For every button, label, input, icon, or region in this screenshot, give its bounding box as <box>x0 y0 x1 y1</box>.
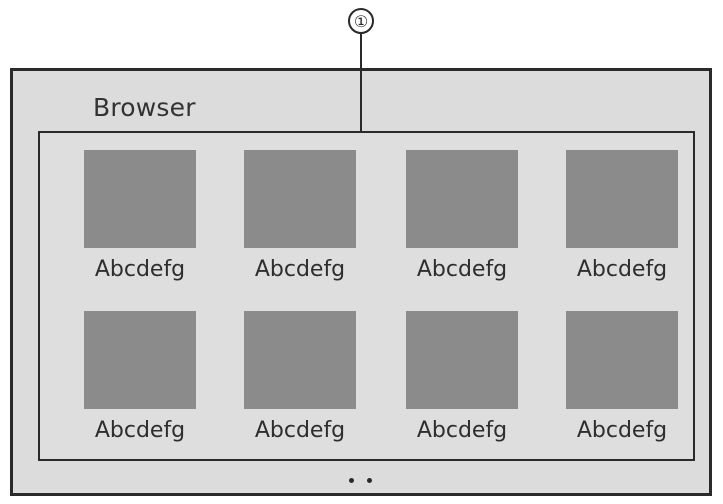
grid-item-label: Abcdefg <box>254 418 346 443</box>
thumbnail-grid: Abcdefg Abcdefg Abcdefg Abcdefg Abcdefg … <box>38 131 695 461</box>
browser-window: Browser Abcdefg Abcdefg Abcdefg Abcdefg … <box>10 68 712 496</box>
thumbnail-image[interactable] <box>406 150 518 248</box>
grid-item-label: Abcdefg <box>94 257 186 282</box>
grid-item[interactable]: Abcdefg <box>402 311 522 456</box>
grid-item[interactable]: Abcdefg <box>562 311 682 456</box>
grid-item-label: Abcdefg <box>416 257 508 282</box>
thumbnail-image[interactable] <box>244 311 356 409</box>
grid-item-label: Abcdefg <box>576 418 668 443</box>
grid-item-label: Abcdefg <box>254 257 346 282</box>
grid-item[interactable]: Abcdefg <box>562 150 682 295</box>
grid-item-label: Abcdefg <box>94 418 186 443</box>
callout-number: ① <box>348 8 374 34</box>
page-indicator <box>349 478 372 483</box>
window-title: Browser <box>93 93 196 122</box>
grid-item[interactable]: Abcdefg <box>402 150 522 295</box>
page-dot[interactable] <box>349 478 354 483</box>
grid-item[interactable]: Abcdefg <box>80 311 200 456</box>
grid-item[interactable]: Abcdefg <box>240 150 360 295</box>
thumbnail-image[interactable] <box>566 311 678 409</box>
thumbnail-image[interactable] <box>244 150 356 248</box>
grid-item[interactable]: Abcdefg <box>240 311 360 456</box>
grid-item-label: Abcdefg <box>416 418 508 443</box>
page-dot[interactable] <box>367 478 372 483</box>
grid-item[interactable]: Abcdefg <box>80 150 200 295</box>
thumbnail-image[interactable] <box>84 311 196 409</box>
thumbnail-image[interactable] <box>566 150 678 248</box>
thumbnail-image[interactable] <box>406 311 518 409</box>
grid-item-label: Abcdefg <box>576 257 668 282</box>
callout-leader-line <box>360 34 362 131</box>
thumbnail-image[interactable] <box>84 150 196 248</box>
